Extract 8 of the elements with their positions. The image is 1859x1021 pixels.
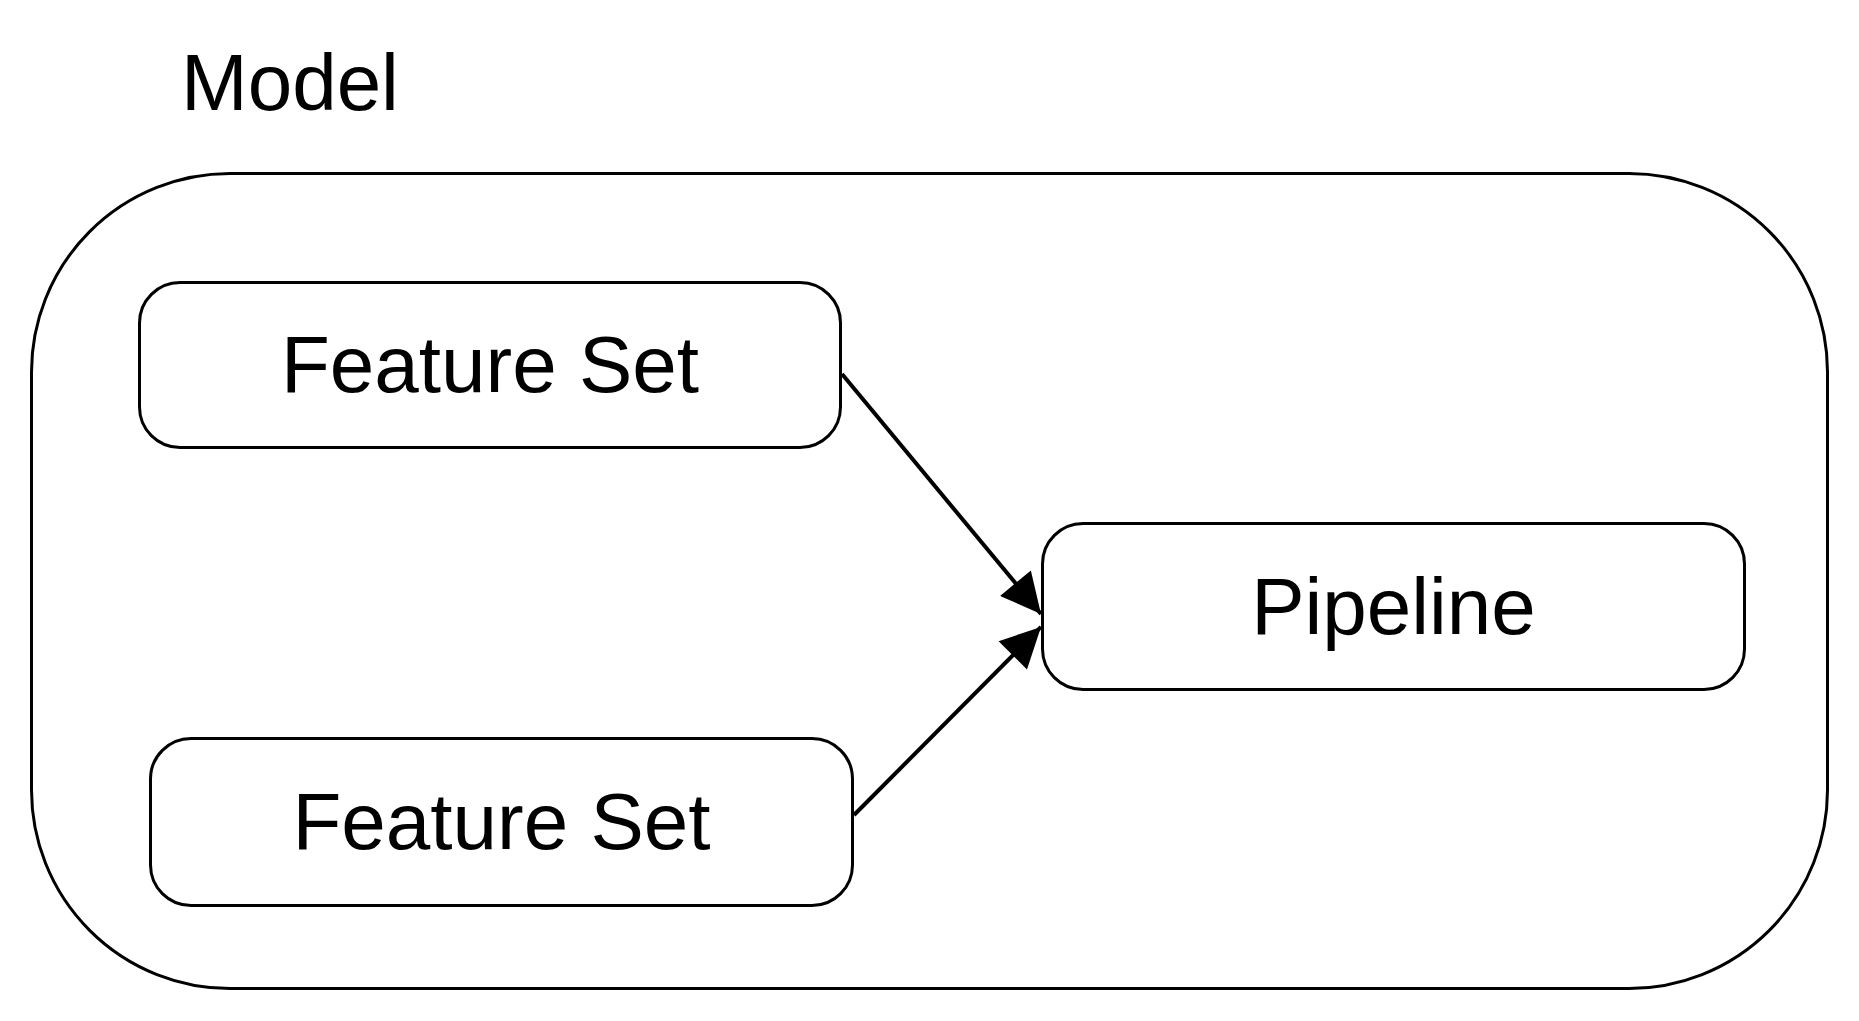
process-box (149, 737, 854, 907)
process-box (138, 281, 842, 449)
arrow (852, 625, 1043, 817)
box-label: Feature Set (292, 782, 711, 862)
container-title: Model (181, 43, 399, 123)
process-box (1041, 522, 1746, 691)
box-label: Feature Set (281, 325, 699, 405)
arrow (840, 372, 1043, 616)
